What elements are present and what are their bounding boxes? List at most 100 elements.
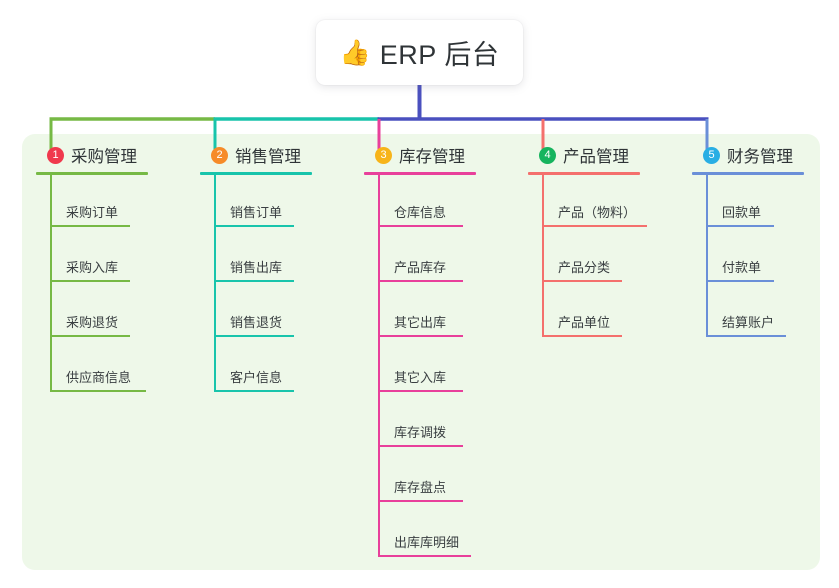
branch-header-rule (528, 172, 640, 175)
branch-item-list: 回款单付款单结算账户 (692, 175, 804, 340)
branch-number-badge: 4 (539, 146, 556, 164)
branch-item-label: 产品单位 (558, 315, 611, 330)
branch-item-rule (214, 280, 294, 282)
branch-column: 3 库存管理仓库信息产品库存其它出库其它入库库存调拨库存盘点出库库明细 (364, 140, 476, 560)
branch-item[interactable]: 产品分类 (528, 230, 640, 285)
branch-item-label: 客户信息 (230, 370, 283, 385)
branch-item-rule (50, 280, 130, 282)
branch-item-label: 供应商信息 (66, 370, 132, 385)
branch-item-label: 采购订单 (66, 205, 119, 220)
branch-item[interactable]: 产品（物料） (528, 175, 647, 230)
branch-spine (706, 175, 708, 337)
branch-item-label: 销售订单 (230, 205, 283, 220)
branch-header-rule (364, 172, 476, 175)
branch-title: 销售管理 (235, 148, 301, 166)
branch-item-label: 产品分类 (558, 260, 611, 275)
branch-item[interactable]: 其它入库 (364, 340, 476, 395)
branch-item[interactable]: 库存调拨 (364, 395, 476, 450)
branch-item-label: 其它入库 (394, 370, 447, 385)
branch-item-label: 付款单 (722, 260, 762, 275)
branch-spine (378, 175, 380, 557)
branch-item-rule (378, 225, 463, 227)
branch-header[interactable]: 2 销售管理 (200, 140, 312, 170)
branch-item[interactable]: 采购订单 (36, 175, 148, 230)
branch-column: 4 产品管理产品（物料） 产品分类产品单位 (528, 140, 647, 340)
branch-number-badge: 3 (375, 146, 392, 164)
branch-item[interactable]: 仓库信息 (364, 175, 476, 230)
branch-item[interactable]: 出库库明细 (364, 505, 476, 560)
branch-item-rule (378, 445, 463, 447)
branch-header[interactable]: 5 财务管理 (692, 140, 804, 170)
branch-title: 库存管理 (399, 148, 465, 166)
branch-item-list: 采购订单采购入库采购退货供应商信息 (36, 175, 148, 395)
branch-spine (214, 175, 216, 392)
branch-item-rule (542, 280, 622, 282)
root-title: ERP 后台 (379, 40, 500, 70)
branch-item-list: 仓库信息产品库存其它出库其它入库库存调拨库存盘点出库库明细 (364, 175, 476, 560)
branch-item-rule (542, 225, 647, 227)
branch-item-label: 仓库信息 (394, 205, 447, 220)
branch-item[interactable]: 销售出库 (200, 230, 312, 285)
branch-column: 2 销售管理销售订单销售出库销售退货客户信息 (200, 140, 312, 395)
branch-item-label: 采购入库 (66, 260, 119, 275)
branch-item-rule (706, 280, 774, 282)
branch-item[interactable]: 其它出库 (364, 285, 476, 340)
branch-item-rule (50, 225, 130, 227)
branch-item-label: 产品（物料） (558, 205, 637, 220)
branch-item[interactable]: 销售订单 (200, 175, 312, 230)
branch-number-badge: 2 (211, 146, 228, 164)
branch-header[interactable]: 4 产品管理 (528, 140, 640, 170)
branch-item-list: 销售订单销售出库销售退货客户信息 (200, 175, 312, 395)
branch-item-rule (214, 390, 294, 392)
branch-item-list: 产品（物料） 产品分类产品单位 (528, 175, 647, 340)
branch-spine (50, 175, 52, 392)
branch-header-rule (36, 172, 148, 175)
branch-header-rule (200, 172, 312, 175)
branch-item-label: 销售退货 (230, 315, 283, 330)
branch-item-rule (706, 225, 774, 227)
branch-item[interactable]: 付款单 (692, 230, 804, 285)
branch-item[interactable]: 产品库存 (364, 230, 476, 285)
branch-item-rule (378, 280, 463, 282)
branch-item[interactable]: 回款单 (692, 175, 804, 230)
branch-item-rule (214, 335, 294, 337)
branch-item-rule (378, 335, 463, 337)
thumbs-up-icon: 👍 (339, 38, 371, 67)
branch-item-label: 其它出库 (394, 315, 447, 330)
branch-item-label: 销售出库 (230, 260, 283, 275)
branch-item-label: 出库库明细 (394, 535, 460, 550)
branch-item[interactable]: 采购入库 (36, 230, 148, 285)
branch-item-label: 库存调拨 (394, 425, 447, 440)
branch-spine (542, 175, 544, 337)
branch-item[interactable]: 库存盘点 (364, 450, 476, 505)
branch-item-rule (378, 390, 463, 392)
branch-title: 财务管理 (727, 148, 793, 166)
branch-item-label: 产品库存 (394, 260, 447, 275)
branch-title: 产品管理 (563, 148, 629, 166)
branch-item[interactable]: 客户信息 (200, 340, 312, 395)
branch-item-label: 结算账户 (722, 315, 775, 330)
branch-item[interactable]: 产品单位 (528, 285, 640, 340)
branch-item-label: 采购退货 (66, 315, 119, 330)
branch-item[interactable]: 供应商信息 (36, 340, 148, 395)
branch-item-rule (378, 555, 471, 557)
branch-item[interactable]: 采购退货 (36, 285, 148, 340)
branch-number-badge: 1 (47, 146, 64, 164)
branch-item-rule (706, 335, 786, 337)
branch-item-rule (50, 335, 130, 337)
branch-header-rule (692, 172, 804, 175)
branch-item-rule (542, 335, 622, 337)
branch-header[interactable]: 3 库存管理 (364, 140, 476, 170)
branch-item-label: 库存盘点 (394, 480, 447, 495)
branch-item-rule (378, 500, 463, 502)
branch-number-badge: 5 (703, 146, 720, 164)
branch-item-label: 回款单 (722, 205, 762, 220)
branch-item[interactable]: 销售退货 (200, 285, 312, 340)
branch-item-rule (50, 390, 146, 392)
root-node[interactable]: 👍 ERP 后台 (316, 20, 523, 85)
branch-item[interactable]: 结算账户 (692, 285, 804, 340)
branch-column: 5 财务管理回款单付款单结算账户 (692, 140, 804, 340)
